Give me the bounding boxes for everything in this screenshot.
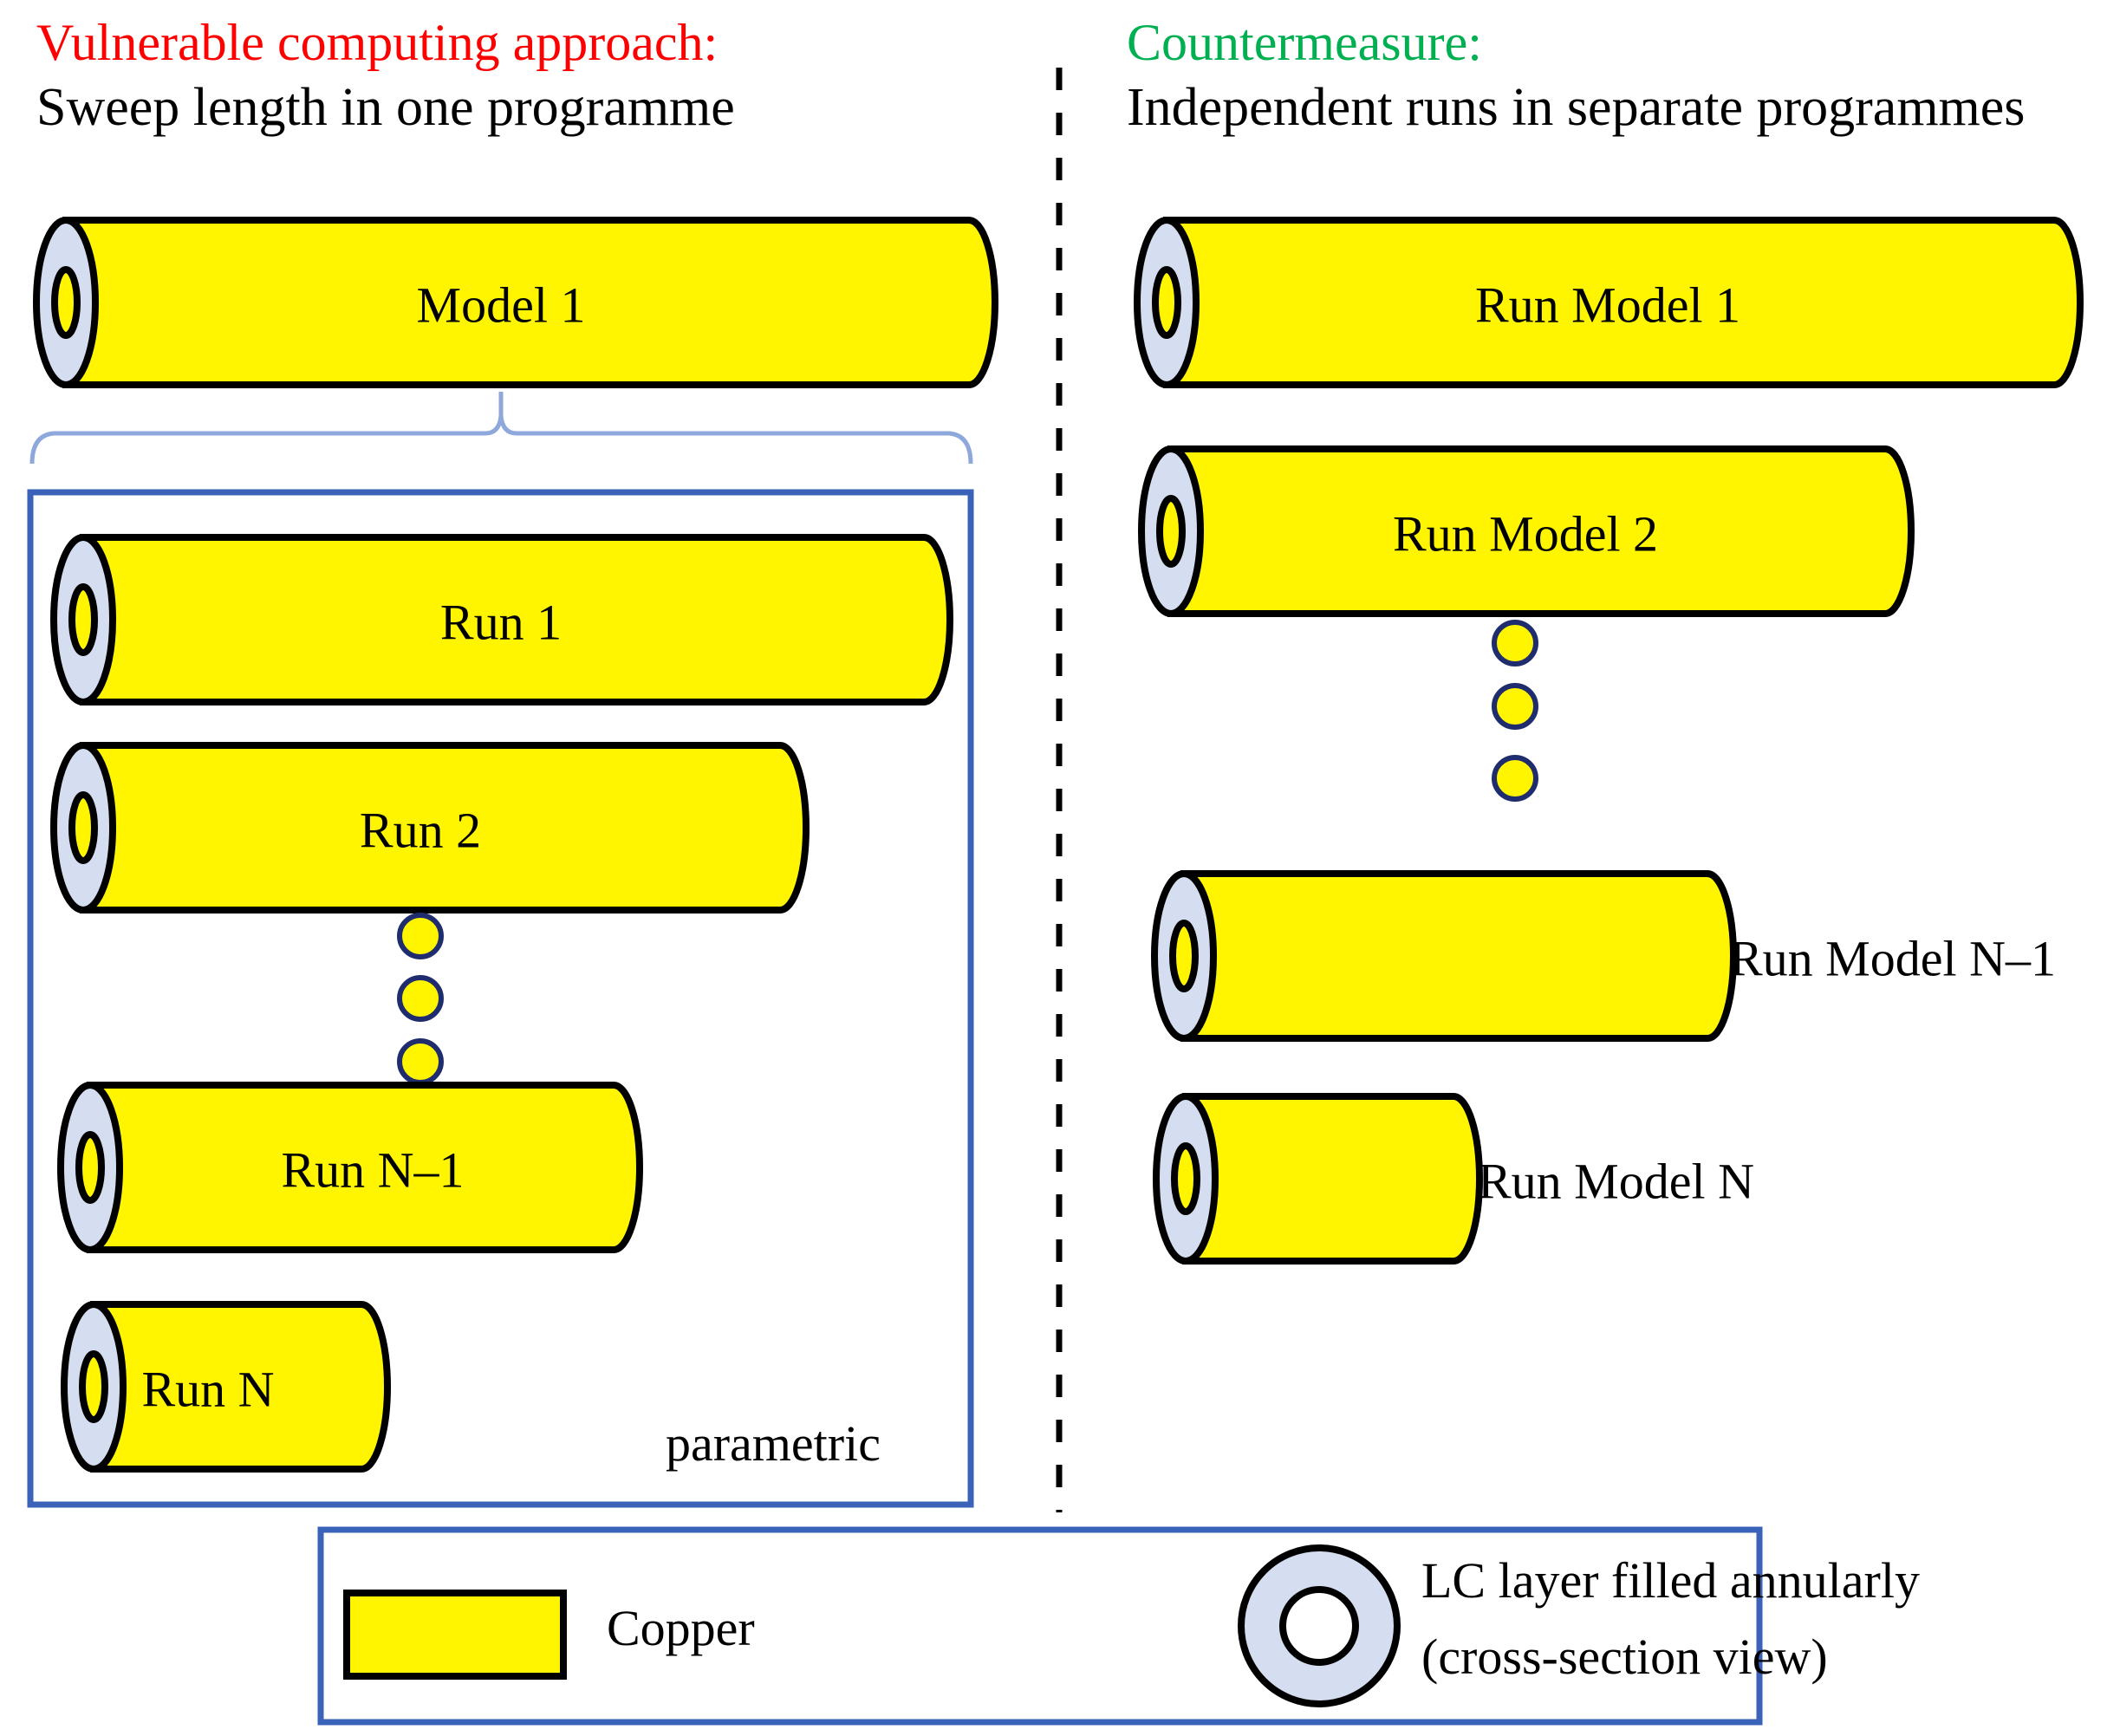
cylinder-run-n	[61, 1301, 391, 1473]
cylinder-label-run-model-n: Run Model N	[1478, 1153, 1754, 1210]
lc-annulus-hole	[79, 1350, 108, 1423]
left-column-header-accent: Vulnerable computing approach:	[36, 14, 719, 71]
lc-annulus-hole	[51, 266, 81, 339]
lc-annulus-hole	[1171, 1142, 1200, 1215]
cylinder-label-run-model-2: Run Model 2	[1392, 505, 1659, 562]
cylinder-label-run-model-n-minus-1: Run Model N–1	[1729, 930, 2056, 987]
legend-lc-label-line2: (cross-section view)	[1421, 1629, 1828, 1685]
copper-swatch-icon	[343, 1590, 567, 1680]
cylinder-run-n-minus-1	[57, 1082, 643, 1253]
right-column-header-subtitle: Independent runs in separate programmes	[1127, 78, 2026, 137]
lc-annulus-hole	[1169, 920, 1199, 992]
cylinder-run-model-n-minus-1	[1151, 870, 1737, 1042]
lc-annulus-hole	[1156, 495, 1186, 568]
lc-annulus-hole	[68, 791, 98, 864]
parametric-box-label: parametric	[666, 1415, 881, 1472]
left-ellipsis-dots	[397, 913, 444, 1085]
cylinder-run-1	[50, 534, 953, 705]
cylinder-run-model-n	[1153, 1093, 1483, 1265]
lc-annulus-swatch-icon	[1238, 1544, 1401, 1707]
cylinder-run-model-1	[1134, 217, 2084, 388]
cylinder-label-run-n: Run N	[141, 1361, 275, 1418]
cylinder-run-2	[50, 742, 810, 914]
cylinder-run-model-2	[1138, 445, 1915, 617]
cylinder-model-1	[33, 217, 998, 388]
cylinder-label-run-1: Run 1	[439, 594, 563, 651]
grouping-brace	[29, 392, 973, 465]
cylinder-label-run-n-minus-1: Run N–1	[281, 1141, 465, 1199]
cylinder-label-run-2: Run 2	[359, 802, 482, 859]
cylinder-label-run-model-1: Run Model 1	[1474, 276, 1741, 334]
parametric-group-box	[27, 489, 974, 1508]
left-column-header-subtitle: Sweep length in one programme	[36, 78, 735, 137]
lc-annulus-hole	[75, 1131, 105, 1204]
right-column-header-accent: Countermeasure:	[1127, 14, 1482, 71]
lc-annulus-hole	[1152, 266, 1181, 339]
right-ellipsis-dots	[1492, 620, 1538, 802]
lc-annulus-hole	[68, 583, 98, 656]
legend-lc-label-line1: LC layer filled annularly	[1421, 1552, 1920, 1609]
legend-box	[317, 1526, 1763, 1726]
legend-copper-label: Copper	[607, 1600, 755, 1656]
cylinder-label-model-1: Model 1	[416, 276, 586, 334]
